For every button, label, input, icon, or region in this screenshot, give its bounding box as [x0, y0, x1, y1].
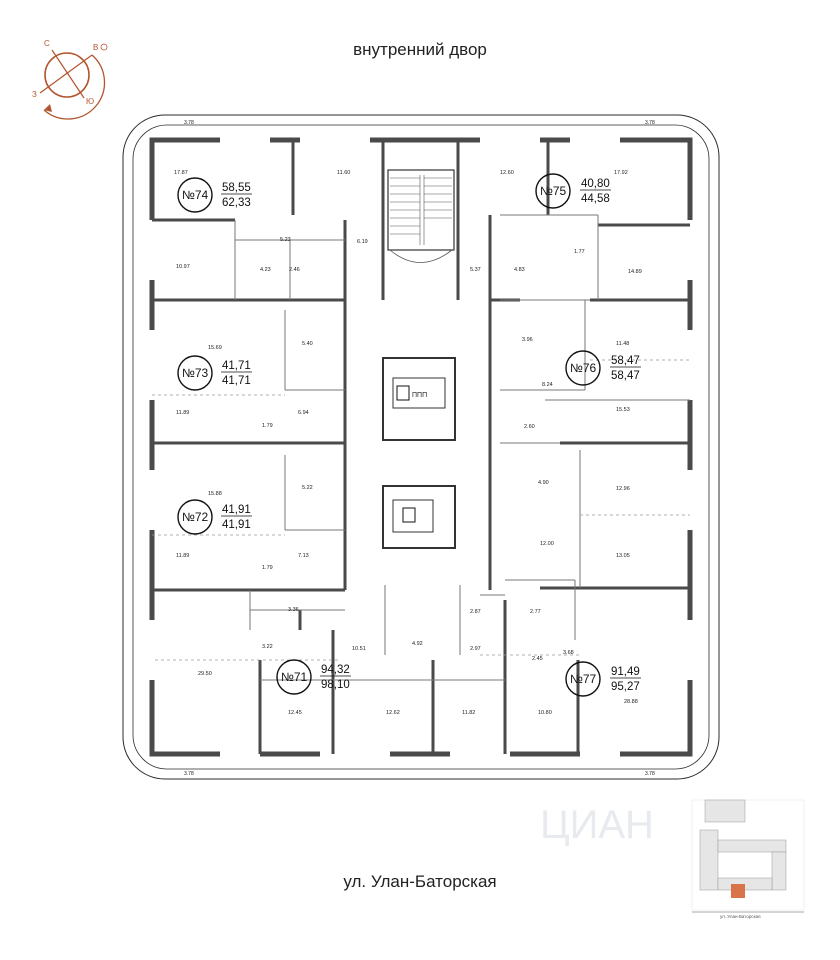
apartment-number: №74 [182, 188, 209, 202]
room-area: 15.88 [208, 491, 222, 497]
interior-walls [152, 140, 690, 754]
living-area: 41,91 [222, 504, 251, 516]
windows [148, 136, 694, 758]
room-area: 14.89 [628, 269, 642, 275]
room-area: 17.87 [174, 170, 188, 176]
room-area: 3.68 [563, 650, 574, 656]
room-area: 4.23 [260, 267, 271, 273]
elevator-sign: ППП [412, 392, 427, 399]
total-area: 41,71 [222, 375, 251, 387]
room-area: 12.96 [616, 486, 630, 492]
area-fractions [221, 189, 641, 679]
building-outline [122, 114, 720, 780]
living-area: 94,32 [321, 664, 350, 676]
room-area: 12.62 [386, 710, 400, 716]
room-area: 10.51 [352, 646, 366, 652]
room-area: 28.88 [624, 699, 638, 705]
room-area: 17.92 [614, 170, 628, 176]
sun-icon [100, 43, 108, 51]
total-area: 44,58 [581, 193, 610, 205]
partitions [234, 214, 690, 681]
balcony-dim: 3.78 [184, 771, 194, 777]
living-area: 91,49 [611, 666, 640, 678]
room-area: 29.50 [198, 671, 212, 677]
zone-lines [152, 359, 690, 661]
balcony-dim: 3.78 [645, 120, 655, 126]
room-area: 6.94 [298, 410, 309, 416]
room-area-labels: 17.87 11.60 12.60 17.92 10.97 5.23 4.23 … [174, 170, 642, 716]
apartment-number: №72 [182, 510, 209, 524]
living-area: 58,55 [222, 182, 251, 194]
living-area: 41,71 [222, 360, 251, 372]
balcony-dim: 3.78 [184, 120, 194, 126]
living-area: 40,80 [581, 178, 610, 190]
room-area: 5.37 [470, 267, 481, 273]
room-area: 5.23 [280, 237, 291, 243]
room-area: 4.92 [412, 641, 423, 647]
room-area: 13.05 [616, 553, 630, 559]
room-area: 12.45 [288, 710, 302, 716]
room-area: 12.60 [500, 170, 514, 176]
room-area: 2.97 [470, 646, 481, 652]
room-area: 2.46 [289, 267, 300, 273]
room-area: 1.79 [262, 423, 273, 429]
room-area: 3.36 [288, 607, 299, 613]
room-area: 15.69 [208, 345, 222, 351]
room-area: 3.96 [522, 337, 533, 343]
compass-south: Ю [86, 97, 94, 106]
accessibility-icon [396, 385, 410, 401]
room-area: 2.60 [524, 424, 535, 430]
room-area: 5.22 [302, 485, 313, 491]
balcony-dim: 3.78 [645, 771, 655, 777]
room-area: 11.48 [616, 341, 629, 347]
room-area: 15.53 [616, 407, 630, 413]
minimap-highlight [731, 884, 745, 898]
room-area: 10.97 [176, 264, 190, 270]
room-area: 10.80 [538, 710, 552, 716]
compass-east: В [93, 43, 98, 52]
apartment-number: №73 [182, 366, 209, 380]
room-area: 1.77 [574, 249, 585, 255]
watermark: ЦИАН [540, 803, 654, 847]
total-area: 41,91 [222, 519, 251, 531]
elevator-shaft-2 [382, 485, 456, 549]
room-area: 6.19 [357, 239, 368, 245]
apartment-number: №71 [281, 670, 308, 684]
apartment-number: №77 [570, 672, 597, 686]
minimap-street: ул. Улан-Баторская [720, 914, 761, 919]
compass-north: С [44, 39, 50, 48]
total-area: 98,10 [321, 679, 350, 691]
room-area: 7.13 [298, 553, 309, 559]
room-area: 5.40 [302, 341, 313, 347]
room-area: 2.77 [530, 609, 541, 615]
elevator-shaft-1: ППП [382, 357, 456, 441]
room-area: 4.90 [538, 480, 549, 486]
room-area: 2.87 [470, 609, 481, 615]
accessibility-icon [402, 507, 416, 523]
stairwell [387, 169, 455, 263]
room-area: 8.24 [542, 382, 553, 388]
street-label: ул. Улан-Баторская [343, 872, 497, 891]
apartment-number: №76 [570, 361, 597, 375]
room-area: 11.89 [176, 410, 189, 416]
room-area: 3.22 [262, 644, 273, 650]
room-area: 2.45 [532, 656, 543, 662]
compass-west: З [32, 90, 37, 99]
living-area: 58,47 [611, 355, 640, 367]
room-area: 1.79 [262, 565, 273, 571]
room-area: 12.00 [540, 541, 554, 547]
compass: С В Ю З [32, 39, 108, 120]
room-area: 4.83 [514, 267, 525, 273]
apartment-number: №75 [540, 184, 567, 198]
apartment-badges [177, 173, 601, 697]
site-minimap: ул. Улан-Баторская [691, 799, 805, 919]
total-area: 58,47 [611, 370, 640, 382]
room-area: 11.82 [462, 710, 475, 716]
courtyard-label: внутренний двор [353, 40, 487, 59]
room-area: 11.60 [337, 170, 350, 176]
total-area: 62,33 [222, 197, 251, 209]
total-area: 95,27 [611, 681, 640, 693]
room-area: 11.89 [176, 553, 189, 559]
